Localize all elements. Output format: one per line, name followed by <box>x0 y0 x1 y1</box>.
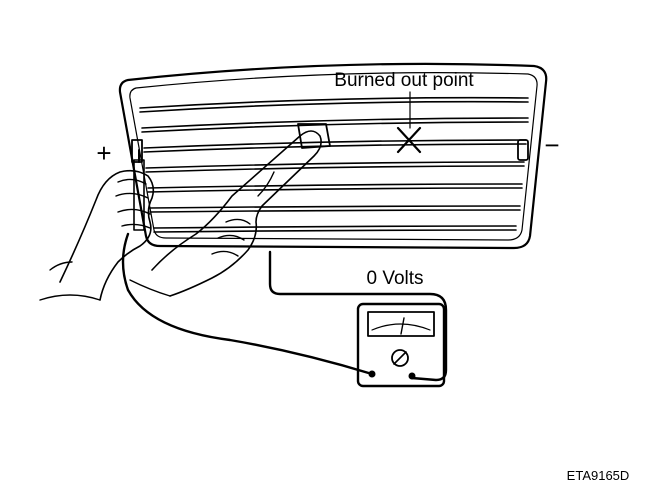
rear-window-glass <box>118 62 548 250</box>
voltmeter-display <box>367 311 435 337</box>
positive-terminal <box>131 139 143 163</box>
negative-terminal <box>517 139 529 161</box>
voltmeter-dial-knob <box>391 349 409 367</box>
negative-sign-label: − <box>544 130 559 160</box>
positive-sign-label: + <box>96 138 111 168</box>
figure-code-label: ETA9165D <box>567 468 630 483</box>
positive-probe <box>133 149 145 231</box>
test-leads <box>121 232 448 382</box>
zero-volts-label: 0 Volts <box>366 268 423 289</box>
burned-out-x-mark <box>396 126 422 154</box>
burned-out-point-label: Burned out point <box>334 70 474 91</box>
right-hand <box>129 130 322 297</box>
left-hand <box>39 169 155 301</box>
heater-grid-lines <box>139 96 529 233</box>
foil-strip <box>297 123 331 149</box>
